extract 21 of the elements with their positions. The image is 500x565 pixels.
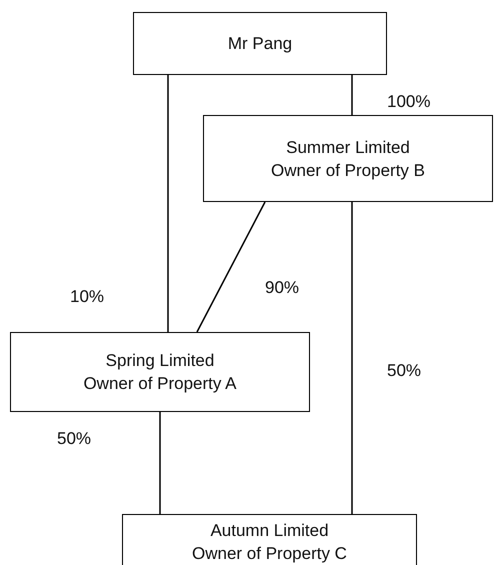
company-name: Mr Pang — [228, 33, 292, 55]
company-name: Summer Limited — [286, 136, 410, 158]
edge-label: 10% — [70, 287, 104, 307]
company-box — [10, 332, 310, 412]
edge-label: 50% — [387, 361, 422, 381]
company-description: Owner of Property B — [270, 160, 425, 182]
company-description: Owner of Property C — [192, 543, 347, 565]
company-box — [203, 115, 493, 202]
company-box — [133, 12, 387, 75]
connector-line — [196, 202, 266, 332]
company-description: Owner of Property A — [83, 373, 237, 395]
company-name: Autumn Limited — [210, 520, 329, 542]
edge-label: 100% — [387, 92, 430, 112]
connector-line — [351, 202, 353, 514]
company-box — [122, 514, 417, 565]
connector-line — [351, 75, 353, 115]
connector-line — [159, 412, 161, 514]
edge-label: 90% — [265, 278, 300, 298]
connector-line — [167, 75, 169, 332]
edge-label: 50% — [57, 429, 92, 449]
company-name: Spring Limited — [106, 350, 214, 372]
